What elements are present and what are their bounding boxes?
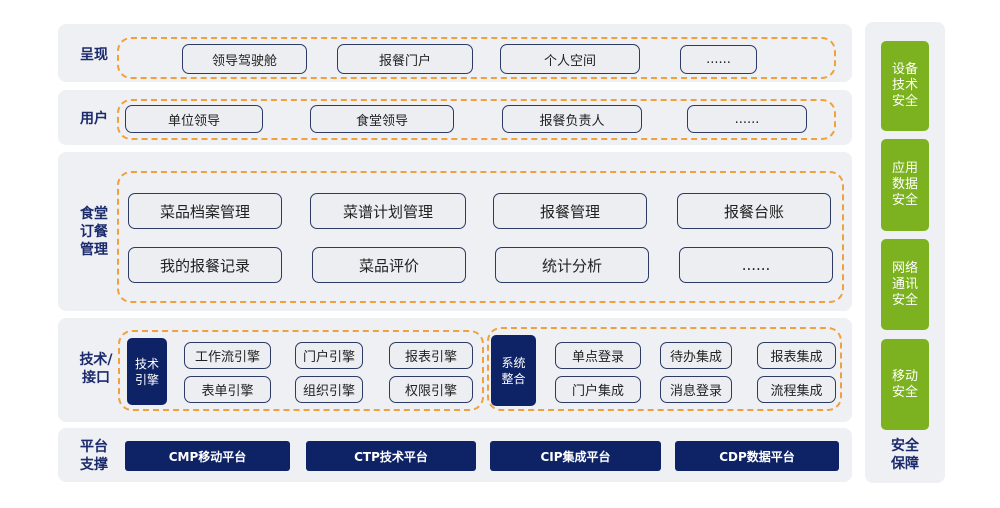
meal-portal-box: 报餐门户: [337, 44, 473, 74]
users-more-box: ......: [687, 105, 807, 133]
permission-engine-box: 权限引擎: [389, 376, 473, 403]
my-meal-records-box: 我的报餐记录: [128, 247, 282, 283]
meal-management-box: 报餐管理: [493, 193, 647, 229]
integration-dashed-group: [487, 327, 842, 411]
report-integration-box: 报表集成: [757, 342, 836, 369]
menu-plan-box: 菜谱计划管理: [310, 193, 466, 229]
canteen-dashed-group: [117, 171, 844, 303]
device-security-box: 设备 技术 安全: [881, 41, 929, 131]
portal-engine-box: 门户引擎: [295, 342, 363, 369]
form-engine-box: 表单引擎: [184, 376, 271, 403]
cdp-platform-box: CDP数据平台: [675, 441, 839, 471]
network-security-box: 网络 通讯 安全: [881, 239, 929, 330]
message-login-box: 消息登录: [660, 376, 732, 403]
mobile-security-box: 移动 安全: [881, 339, 929, 430]
presentation-layer-label: 呈现: [80, 47, 108, 63]
presentation-dashed-group: [117, 37, 836, 79]
tech-interface-label: 技术/ 接口: [79, 352, 113, 386]
unit-leader-box: 单位领导: [125, 105, 263, 133]
process-integration-box: 流程集成: [757, 376, 836, 403]
security-assurance-title: 安全 保障: [891, 438, 919, 472]
org-engine-box: 组织引擎: [295, 376, 363, 403]
cmp-platform-box: CMP移动平台: [125, 441, 290, 471]
tech-interface-layer: [58, 318, 852, 422]
workflow-engine-box: 工作流引擎: [184, 342, 271, 369]
statistics-box: 统计分析: [495, 247, 649, 283]
canteen-leader-box: 食堂领导: [310, 105, 454, 133]
sso-box: 单点登录: [555, 342, 641, 369]
platform-support-label: 平台 支撑: [80, 439, 108, 473]
dish-review-box: 菜品评价: [312, 247, 466, 283]
report-engine-box: 报表引擎: [389, 342, 473, 369]
canteen-management-layer: [58, 152, 852, 311]
ctp-platform-box: CTP技术平台: [306, 441, 476, 471]
users-layer-label: 用户: [80, 111, 108, 127]
canteen-more-box: ......: [679, 247, 833, 283]
app-data-security-box: 应用 数据 安全: [881, 139, 929, 231]
tech-engine-title: 技术引擎: [127, 338, 167, 405]
meal-ledger-box: 报餐台账: [677, 193, 831, 229]
engine-dashed-group: [118, 330, 484, 411]
presentation-more-box: ......: [680, 45, 757, 74]
cip-platform-box: CIP集成平台: [490, 441, 661, 471]
personal-space-box: 个人空间: [500, 44, 640, 74]
system-integration-title: 系统整合: [491, 335, 536, 406]
todo-integration-box: 待办集成: [660, 342, 732, 369]
meal-manager-box: 报餐负责人: [502, 105, 642, 133]
users-dashed-group: [117, 99, 836, 140]
leader-cockpit-box: 领导驾驶舱: [182, 44, 307, 74]
dish-archive-box: 菜品档案管理: [128, 193, 282, 229]
portal-integration-box: 门户集成: [555, 376, 641, 403]
canteen-management-label: 食堂 订餐 管理: [80, 206, 108, 258]
